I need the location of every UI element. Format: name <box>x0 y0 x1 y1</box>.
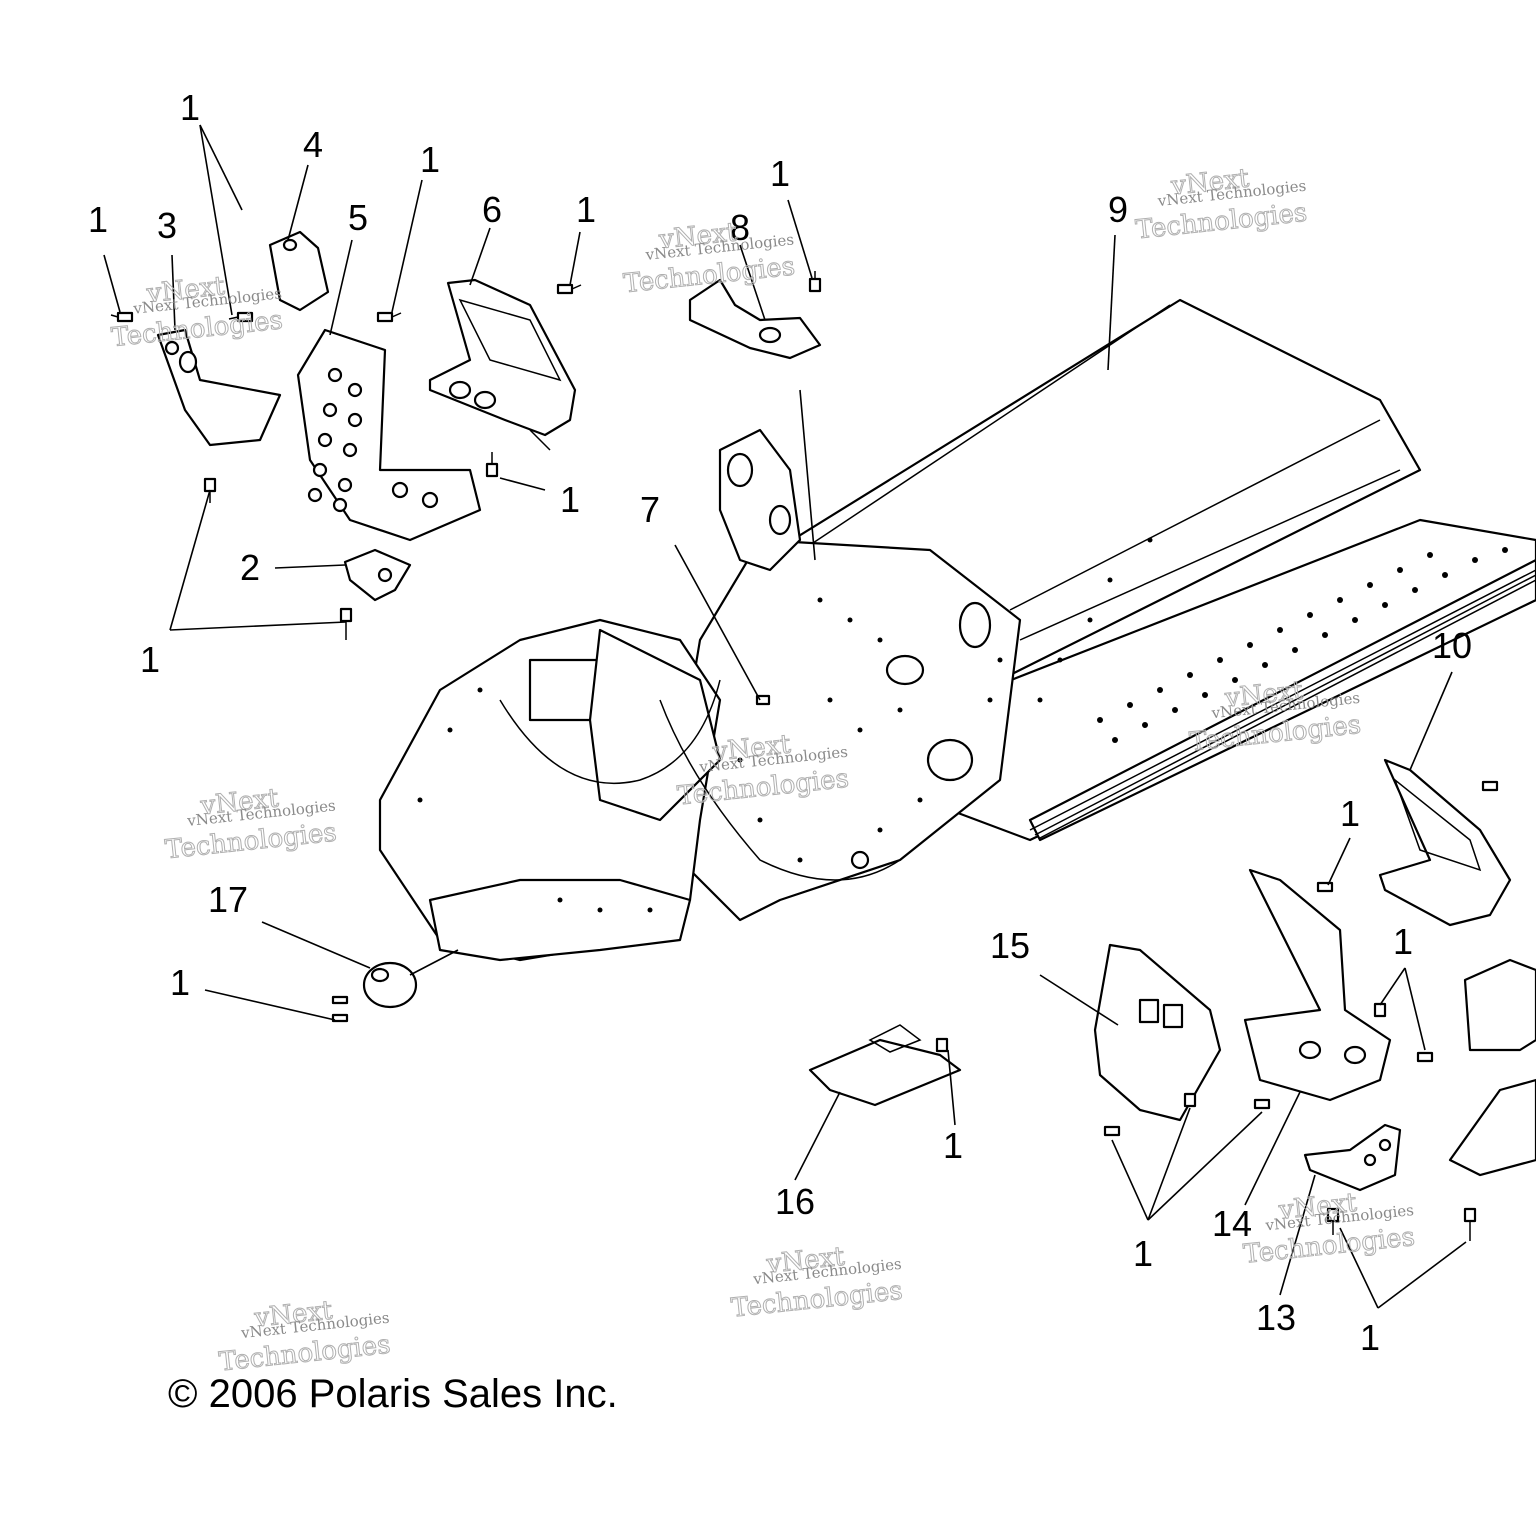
part-8-bracket <box>688 278 822 360</box>
callout-1: 1 <box>170 962 190 1003</box>
callout-4: 4 <box>303 124 323 165</box>
callout-10: 10 <box>1432 625 1472 666</box>
callout-1: 1 <box>943 1125 963 1166</box>
tunnel-perforations <box>1097 547 1508 743</box>
callout-1: 1 <box>770 153 790 194</box>
callout-1: 1 <box>560 479 580 520</box>
part-2-bracket <box>343 548 412 602</box>
callout-13: 13 <box>1256 1297 1296 1338</box>
callout-15: 15 <box>990 925 1030 966</box>
callout-1: 1 <box>180 87 200 128</box>
part-17-plate <box>362 961 418 1009</box>
part-15-bracket <box>1093 943 1222 1122</box>
callout-5: 5 <box>348 197 368 238</box>
part-13-bracket <box>1303 1123 1402 1192</box>
part-16-plate <box>808 1024 962 1107</box>
callout-1: 1 <box>576 189 596 230</box>
part-5-plate <box>296 328 482 542</box>
callout-14: 14 <box>1212 1203 1252 1244</box>
callout-8: 8 <box>730 207 750 248</box>
callout-3: 3 <box>157 205 177 246</box>
callout-6: 6 <box>482 189 502 230</box>
leader-lines <box>103 124 1467 1309</box>
callout-7: 7 <box>640 489 660 530</box>
rivets <box>110 271 1499 1241</box>
callout-2: 2 <box>240 547 260 588</box>
callout-1: 1 <box>1360 1317 1380 1358</box>
callout-17: 17 <box>208 879 248 920</box>
right-edge-parts <box>1448 958 1536 1177</box>
callout-1: 1 <box>1133 1233 1153 1274</box>
part-3-bracket <box>156 328 282 447</box>
part-6-bracket <box>428 278 577 451</box>
callout-1: 1 <box>1340 793 1360 834</box>
callout-1: 1 <box>420 139 440 180</box>
callout-16: 16 <box>775 1181 815 1222</box>
part-14-bracket <box>1243 868 1392 1102</box>
callout-1: 1 <box>88 199 108 240</box>
rivet-holes <box>417 537 1153 913</box>
callout-labels: 1 4 1 3 5 6 1 1 8 9 1 1 2 1 7 10 17 15 1… <box>88 87 1472 1358</box>
copyright-text: © 2006 Polaris Sales Inc. <box>168 1372 618 1416</box>
part-4-bracket <box>268 230 330 312</box>
callout-9: 9 <box>1108 189 1128 230</box>
chassis-frame <box>378 298 1536 962</box>
part-10-bracket <box>1378 758 1512 927</box>
callout-1: 1 <box>1393 921 1413 962</box>
callout-1: 1 <box>140 639 160 680</box>
